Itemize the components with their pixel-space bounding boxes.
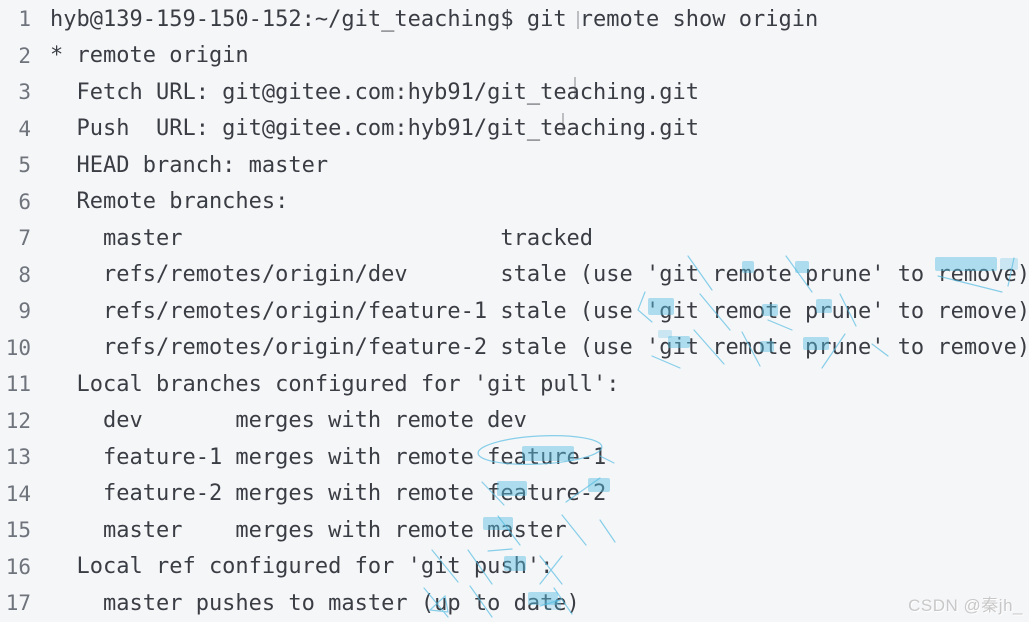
line-number: 8 <box>18 262 31 287</box>
code-line: 9 refs/remotes/origin/feature-1 stale (u… <box>0 293 1029 330</box>
line-number: 11 <box>5 372 31 397</box>
code-line: 5 HEAD branch: master <box>0 147 1029 184</box>
code-line: 1 hyb@139-159-150-152:~/git_teaching$ gi… <box>0 1 1029 38</box>
line-text: master tracked <box>50 225 594 251</box>
line-text: refs/remotes/origin/feature-1 stale (use… <box>50 298 1029 324</box>
line-number: 6 <box>18 189 31 214</box>
code-line: 2 * remote origin <box>0 38 1029 75</box>
line-text: feature-1 merges with remote feature-1 <box>50 444 607 470</box>
line-number: 10 <box>5 335 31 360</box>
code-line: 12 dev merges with remote dev <box>0 403 1029 440</box>
line-text: * remote origin <box>50 43 249 69</box>
line-number: 4 <box>18 116 31 141</box>
line-number: 2 <box>18 43 31 68</box>
line-text: refs/remotes/origin/dev stale (use 'git … <box>50 262 1029 288</box>
line-number: 1 <box>18 7 31 32</box>
line-number: 3 <box>18 80 31 105</box>
line-number: 7 <box>18 226 31 251</box>
line-text: dev merges with remote dev <box>50 408 527 434</box>
line-text: master pushes to master (up to date) <box>50 590 580 616</box>
code-line: 16 Local ref configured for 'git push': <box>0 549 1029 586</box>
line-text: refs/remotes/origin/feature-2 stale (use… <box>50 335 1029 361</box>
line-text: Local branches configured for 'git pull'… <box>50 371 620 397</box>
line-number: 9 <box>18 299 31 324</box>
line-number: 16 <box>5 554 31 579</box>
line-text: Push URL: git@gitee.com:hyb91/git_teachi… <box>50 116 700 142</box>
code-line: 8 refs/remotes/origin/dev stale (use 'gi… <box>0 257 1029 294</box>
code-line: 14 feature-2 merges with remote feature-… <box>0 476 1029 513</box>
code-line: 10 refs/remotes/origin/feature-2 stale (… <box>0 330 1029 367</box>
line-number: 12 <box>5 408 31 433</box>
line-text: Local ref configured for 'git push': <box>50 554 554 580</box>
line-number: 5 <box>18 153 31 178</box>
code-line: 4 Push URL: git@gitee.com:hyb91/git_teac… <box>0 111 1029 148</box>
line-text: Fetch URL: git@gitee.com:hyb91/git_teach… <box>50 79 700 105</box>
code-line: 3 Fetch URL: git@gitee.com:hyb91/git_tea… <box>0 74 1029 111</box>
code-line: 7 master tracked <box>0 220 1029 257</box>
line-text: hyb@139-159-150-152:~/git_teaching$ git … <box>50 6 819 32</box>
code-line: 15 master merges with remote master <box>0 512 1029 549</box>
line-text: HEAD branch: master <box>50 152 329 178</box>
line-text: Remote branches: <box>50 189 289 215</box>
code-line: 11 Local branches configured for 'git pu… <box>0 366 1029 403</box>
line-number: 15 <box>5 518 31 543</box>
code-line: 13 feature-1 merges with remote feature-… <box>0 439 1029 476</box>
line-number: 17 <box>5 591 31 616</box>
csdn-watermark: CSDN @秦jh_ <box>908 596 1023 615</box>
code-line: 6 Remote branches: <box>0 184 1029 221</box>
code-line: 17 master pushes to master (up to date) <box>0 585 1029 622</box>
line-text: feature-2 merges with remote feature-2 <box>50 481 607 507</box>
line-number: 14 <box>5 481 31 506</box>
line-number: 13 <box>5 445 31 470</box>
line-text: master merges with remote master <box>50 517 567 543</box>
